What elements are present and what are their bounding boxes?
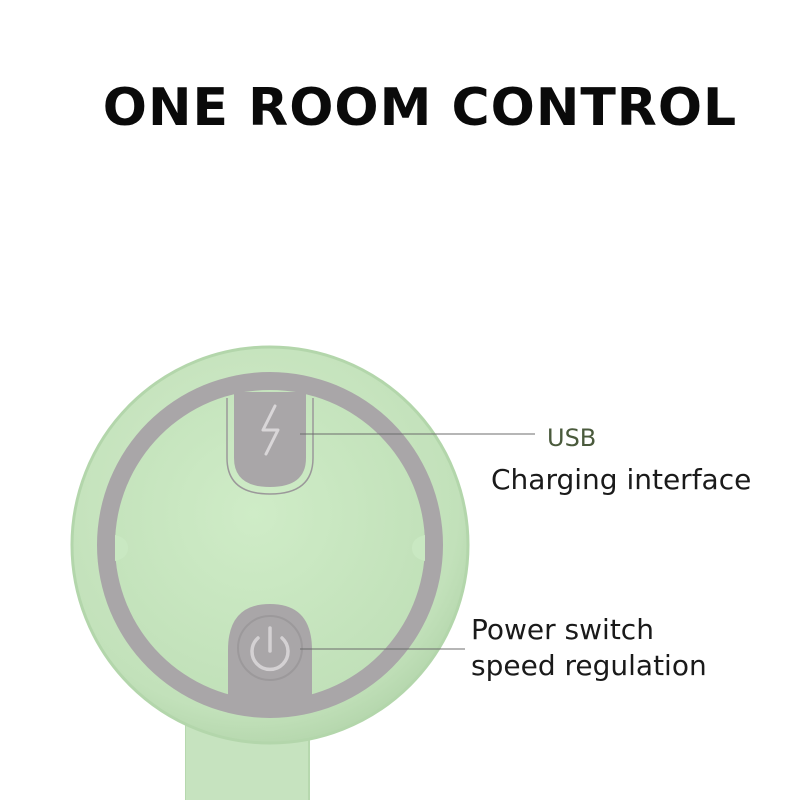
charging-interface-label: Charging interface [491, 463, 752, 496]
power-switch-label: Power switch speed regulation [471, 612, 707, 684]
speed-regulation-line: speed regulation [471, 649, 707, 682]
lightning-icon [261, 404, 280, 456]
usb-port-tab [234, 392, 306, 487]
control-face [115, 390, 425, 700]
usb-label: USB [547, 424, 597, 452]
headline: ONE ROOM CONTROL [102, 78, 738, 138]
ring-notch-left [115, 535, 128, 561]
power-switch-line: Power switch [471, 613, 654, 646]
power-icon [250, 626, 290, 672]
ring-notch-right [412, 535, 425, 561]
